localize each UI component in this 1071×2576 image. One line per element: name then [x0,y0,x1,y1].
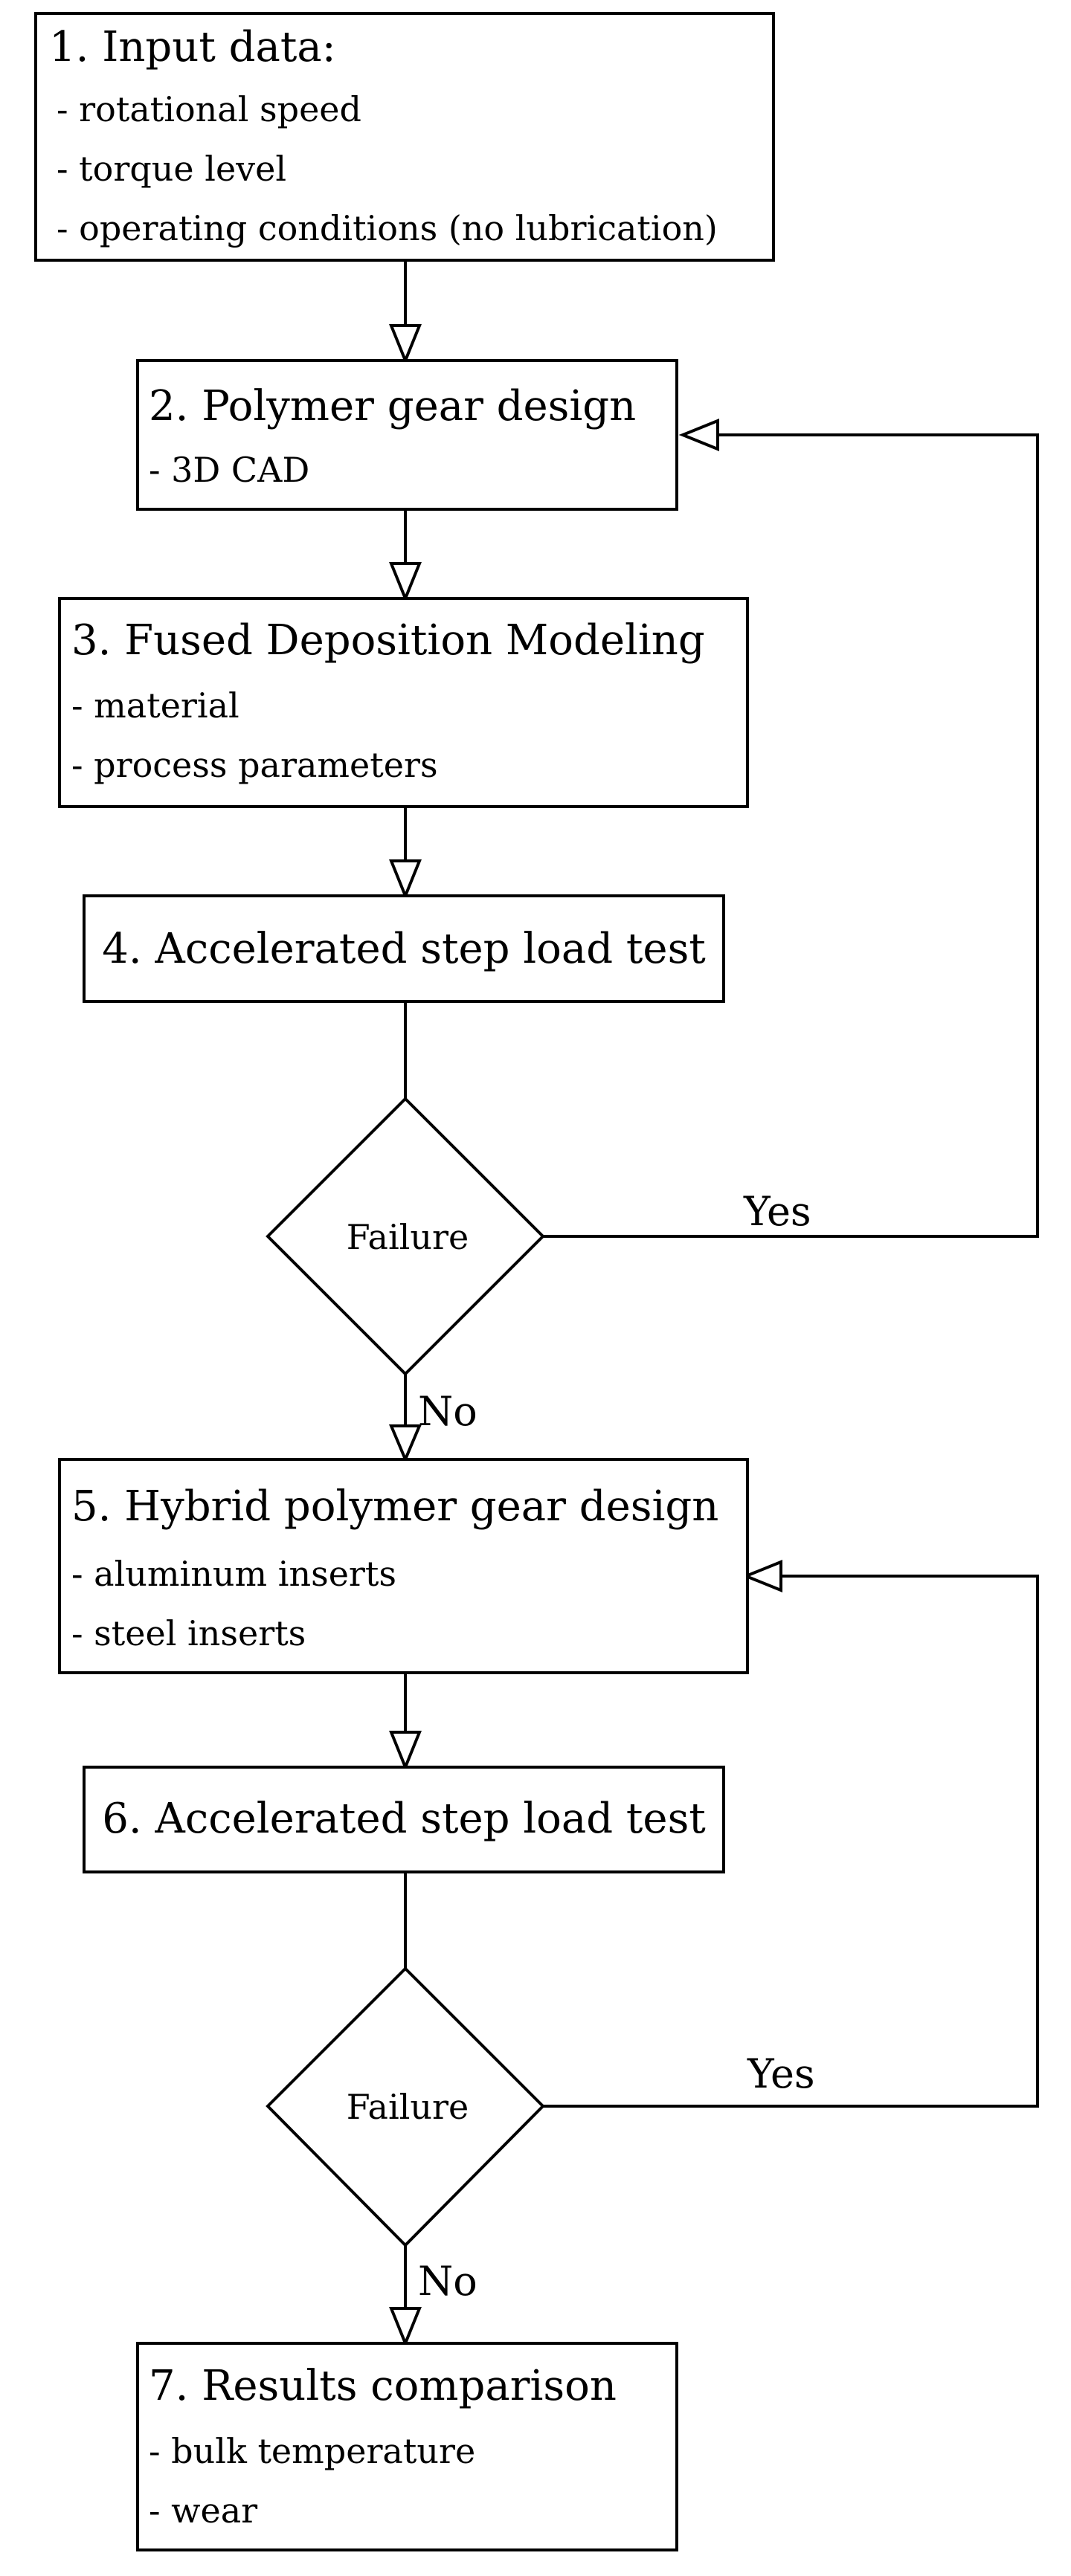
step-6-rect [83,1766,725,1873]
decision-2: Failure Yes No [266,1966,815,2305]
step-5-item-steel-inserts: - steel inserts [71,1613,306,1653]
connectors [404,260,1039,2323]
arrowhead-into-step2 [389,324,422,365]
arrowhead-into-step4 [389,859,422,900]
arrowhead-into-step3 [389,562,422,603]
step-1-title: 1. Input data: [49,23,336,71]
step-1-item-torque-level: - torque level [57,149,286,189]
decision-2-yes-label: Yes [747,2050,815,2097]
arrowhead-into-step6 [389,1731,422,1772]
step-5-rect [58,1458,749,1674]
decision-2-no-label: No [418,2258,477,2305]
step-2-rect [136,359,678,511]
step-3-title: 3. Fused Deposition Modeling [71,616,705,665]
arrowhead-loop-into-step5 [742,1560,782,1592]
connector-decision2-yes-loop [543,1575,1039,2108]
step-1-item-rotational-speed: - rotational speed [57,89,361,129]
step-6-box: 6. Accelerated step load test [83,1766,725,1873]
step-1-box: 1. Input data: - rotational speed - torq… [34,12,775,262]
step-5-title: 5. Hybrid polymer gear design [71,1482,718,1531]
step-7-item-wear: - wear [149,2491,257,2531]
step-1-rect [34,12,775,262]
step-1-item-operating-conditions: - operating conditions (no lubrication) [57,208,718,248]
decision-1-diamond [266,1097,545,1376]
step-7-item-bulk-temperature: - bulk temperature [149,2431,475,2471]
step-3-item-process-parameters: - process parameters [71,745,438,785]
step-2-title: 2. Polymer gear design [149,382,636,430]
step-3-box: 3. Fused Deposition Modeling - material … [58,597,749,808]
connector-decision1-yes-loop [543,433,1039,1238]
step-7-box: 7. Results comparison - bulk temperature… [136,2342,678,2551]
arrowhead-loop-into-step2 [678,419,719,451]
step-4-box: 4. Accelerated step load test [83,894,725,1003]
decision-1-no-label: No [418,1388,477,1435]
arrowhead-into-step7 [389,2307,422,2348]
step-2-item-3d-cad: - 3D CAD [149,450,309,490]
step-3-rect [58,597,749,808]
step-5-box: 5. Hybrid polymer gear design - aluminum… [58,1458,749,1674]
decision-1-label: Failure [347,1217,469,1257]
arrowhead-into-step5 [388,1424,422,1464]
step-7-title: 7. Results comparison [149,2362,617,2410]
step-3-item-material: - material [71,685,239,726]
decision-1-yes-label: Yes [743,1188,811,1235]
decision-1: Failure Yes No [266,1097,811,1435]
step-5-item-aluminum-inserts: - aluminum inserts [71,1554,396,1594]
decision-2-diamond [266,1966,545,2247]
step-2-box: 2. Polymer gear design - 3D CAD [136,359,678,511]
step-4-title: 4. Accelerated step load test [102,925,706,973]
step-7-rect [136,2342,678,2551]
step-4-rect [83,894,725,1003]
step-6-title: 6. Accelerated step load test [102,1795,706,1843]
arrowheads [388,324,782,2348]
decision-2-label: Failure [347,2087,469,2127]
